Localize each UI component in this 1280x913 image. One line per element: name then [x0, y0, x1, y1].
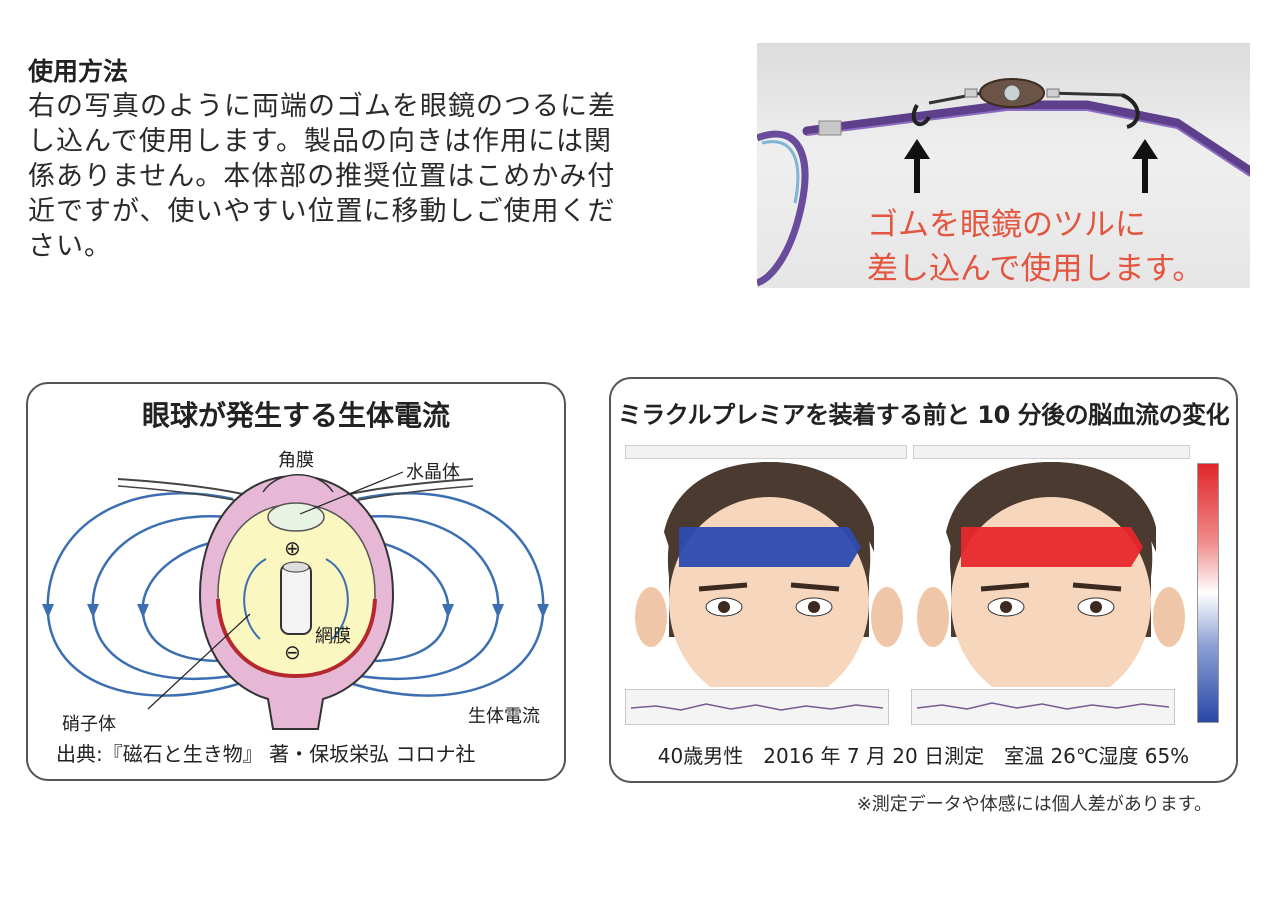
label-cornea: 角膜 [278, 450, 314, 471]
blood-flow-panel: ミラクルプレミアを装着する前と 10 分後の脳血流の変化 [609, 377, 1238, 783]
label-lens: 水晶体 [406, 462, 460, 483]
eye-current-panel: 眼球が発生する生体電流 [26, 382, 566, 781]
plus-sign: ⊕ [284, 536, 301, 560]
diagram-source: 出典:『磁石と生き物』 著・保坂栄弘 コロナ社 [56, 742, 476, 766]
before-header-bar [625, 445, 907, 459]
current-arrows [42, 604, 549, 618]
blood-flow-title: ミラクルプレミアを装着する前と 10 分後の脳血流の変化 [617, 401, 1230, 429]
forehead-band-before [679, 527, 861, 567]
minus-sign: ⊖ [284, 640, 301, 664]
usage-text-line: し込んで使用します。製品の向きは作用には関 [28, 126, 612, 157]
usage-text-line: 右の写真のように両端のゴムを眼鏡のつるに差 [28, 91, 616, 122]
usage-title: 使用方法 [28, 57, 129, 86]
eye-diagram [42, 471, 549, 730]
label-bio-current: 生体電流 [468, 706, 540, 727]
eye-diagram-title: 眼球が発生する生体電流 [141, 399, 450, 432]
graph-after [911, 689, 1175, 725]
graph-before [625, 689, 889, 725]
label-retina: 網膜 [315, 626, 351, 647]
usage-section: 使用方法 右の写真のように両端のゴムを眼鏡のつるに差 し込んで使用します。製品の… [28, 55, 748, 264]
face-before [635, 462, 903, 687]
usage-text-line: さい。 [28, 231, 112, 262]
photo-caption-line: ゴムを眼鏡のツルに [867, 207, 1146, 243]
glasses-temple-illustration [757, 78, 1250, 287]
color-scale-bar [1197, 463, 1219, 723]
disclaimer-note: ※測定データや体感には個人差があります。 [856, 794, 1212, 815]
usage-text-line: 係ありません。本体部の推奨位置はこめかみ付 [28, 161, 616, 192]
usage-text-line: 近ですが、使いやすい位置に移動しご使用くだ [28, 196, 616, 227]
glasses-photo: ゴムを眼鏡のツルに 差し込んで使用します。 [757, 43, 1250, 288]
after-header-bar [913, 445, 1190, 459]
photo-caption-line: 差し込んで使用します。 [867, 251, 1204, 287]
photo-caption: ゴムを眼鏡のツルに 差し込んで使用します。 [867, 203, 1203, 288]
label-vitreous: 硝子体 [62, 714, 116, 735]
measurement-info: 40歳男性 2016 年 7 月 20 日測定 室温 26℃湿度 65% [657, 744, 1190, 768]
face-after [917, 462, 1185, 687]
forehead-band-after [961, 527, 1143, 567]
